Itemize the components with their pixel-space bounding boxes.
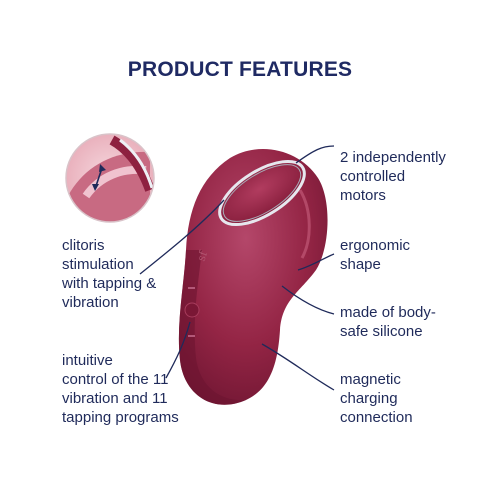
feature-silicone: made of body- safe silicone: [340, 304, 436, 340]
stimulation-detail-inset: [65, 133, 155, 223]
leader-charging: [261, 343, 335, 391]
feature-shape: ergonomic shape: [340, 237, 411, 273]
leader-lines: [139, 145, 335, 391]
feature-stimulation: clitoris stimulation with tapping & vibr…: [62, 237, 157, 311]
leader-shape: [297, 253, 335, 271]
page-title: PRODUCT FEATURES: [127, 58, 353, 81]
leader-silicone: [281, 285, 335, 315]
leader-motors: [295, 145, 335, 164]
leader-stimulation: [139, 199, 225, 275]
feature-control: intuitive control of the 11 vibration an…: [62, 352, 179, 426]
product-body: sf: [178, 148, 328, 405]
feature-charging: magnetic charging connection: [340, 371, 413, 426]
leader-control: [165, 321, 191, 379]
feature-motors: 2 independently controlled motors: [340, 149, 446, 204]
